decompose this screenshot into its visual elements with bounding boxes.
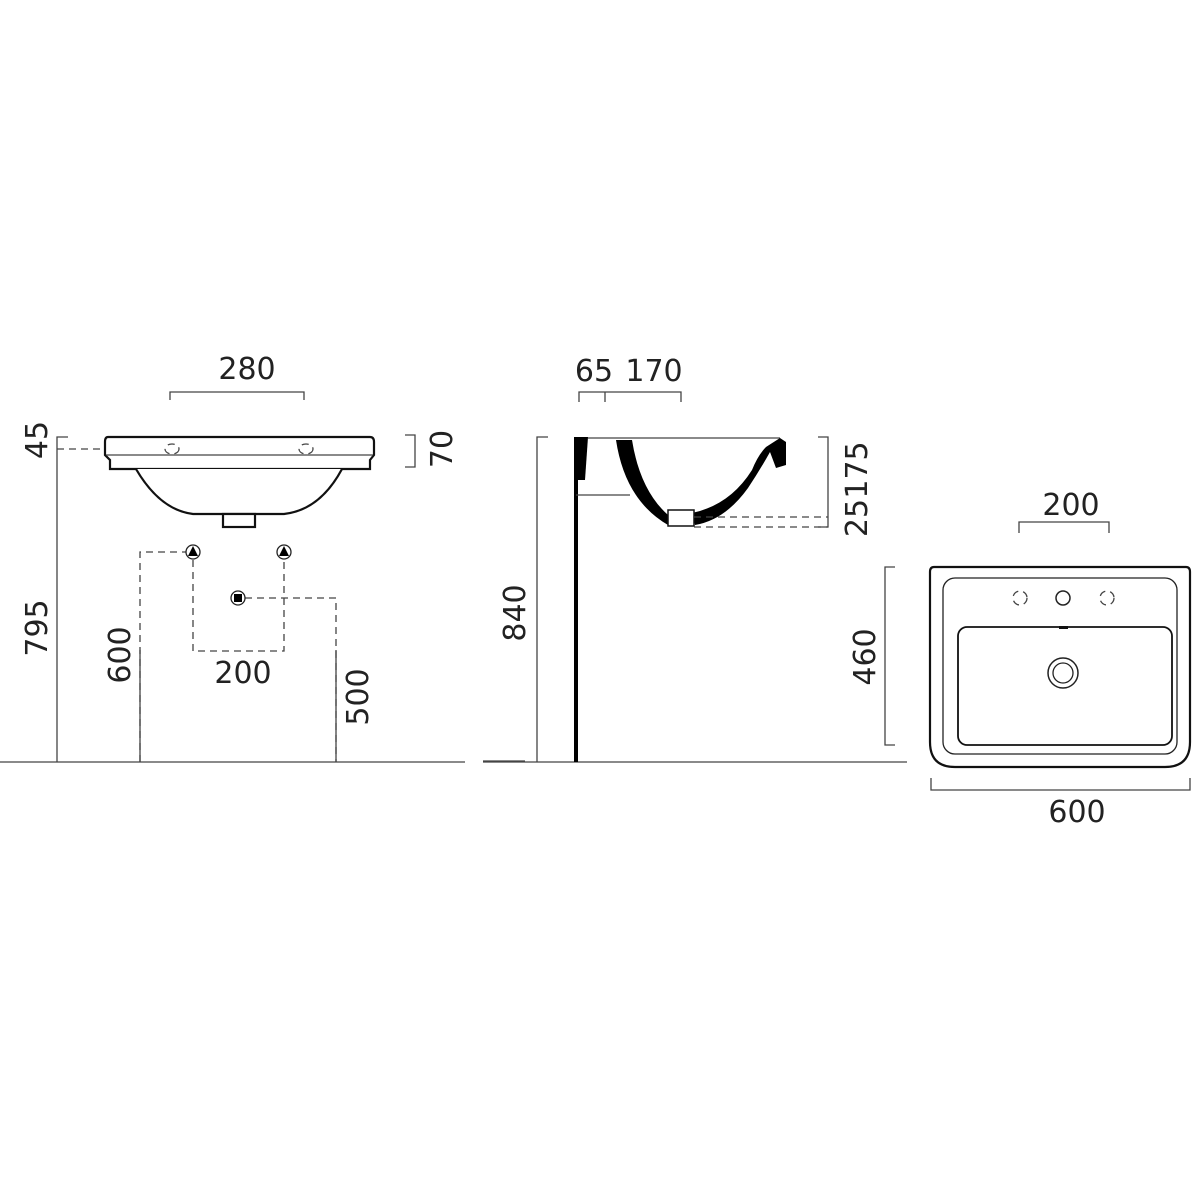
waste-outlet [221,512,257,529]
tap-hole-center [1055,590,1071,606]
dim-bracket-600 [930,778,1191,791]
bowl-section-back [616,440,672,525]
dim-175: 175 [840,441,875,498]
tap-hole-right [1099,590,1115,606]
supply-point-right-icon [276,544,292,560]
drain-inner [1052,662,1074,684]
bowl-section-front [692,438,786,525]
basin-rim [103,435,376,471]
dim-25: 25 [840,499,875,537]
overflow [1059,626,1068,629]
waste-point-icon [230,590,246,606]
dim-170: 170 [625,354,682,389]
dim-460: 460 [848,628,883,685]
tap-hole-left [1012,590,1028,606]
dim-bracket-175 [818,436,829,528]
supply-guide-left [139,551,186,762]
dim-65: 65 [575,354,613,389]
dim-200: 200 [214,656,271,691]
supply-spacing-guide [192,560,285,652]
basin-bowl [135,468,343,516]
tap-hole-left [164,443,180,455]
dim-795: 795 [20,599,55,656]
dim-bracket-70 [405,434,416,468]
dim-200: 200 [1042,488,1099,523]
dim-line-795 [56,436,68,762]
dim-280: 280 [218,352,275,387]
tap-hole-right [298,443,314,455]
drain-icon [1047,657,1079,689]
basin-rim-inner [942,577,1178,755]
waste-guide [245,597,337,762]
dim-45: 45 [20,421,55,459]
dim-70: 70 [425,430,460,468]
dim-bracket-280 [169,391,305,400]
rim-back-section [576,437,588,480]
dim-600: 600 [103,626,138,683]
dim-line-840 [536,436,548,762]
supply-point-left-icon [185,544,201,560]
dim-840: 840 [498,584,533,641]
waste-outlet [667,509,695,527]
side-view: 65 170 840 175 25 [483,354,907,763]
dim-600: 600 [1048,795,1105,830]
dim-500: 500 [341,668,376,725]
dim-bracket-200 [1018,521,1110,533]
front-view: 280 45 70 795 600 200 500 [0,352,465,763]
basin-outline [928,565,1192,769]
dim-bracket-65-170 [578,391,682,402]
waste-guides [694,516,828,528]
top-view: 200 460 600 [848,488,1192,830]
dim-bracket-460 [884,566,895,746]
